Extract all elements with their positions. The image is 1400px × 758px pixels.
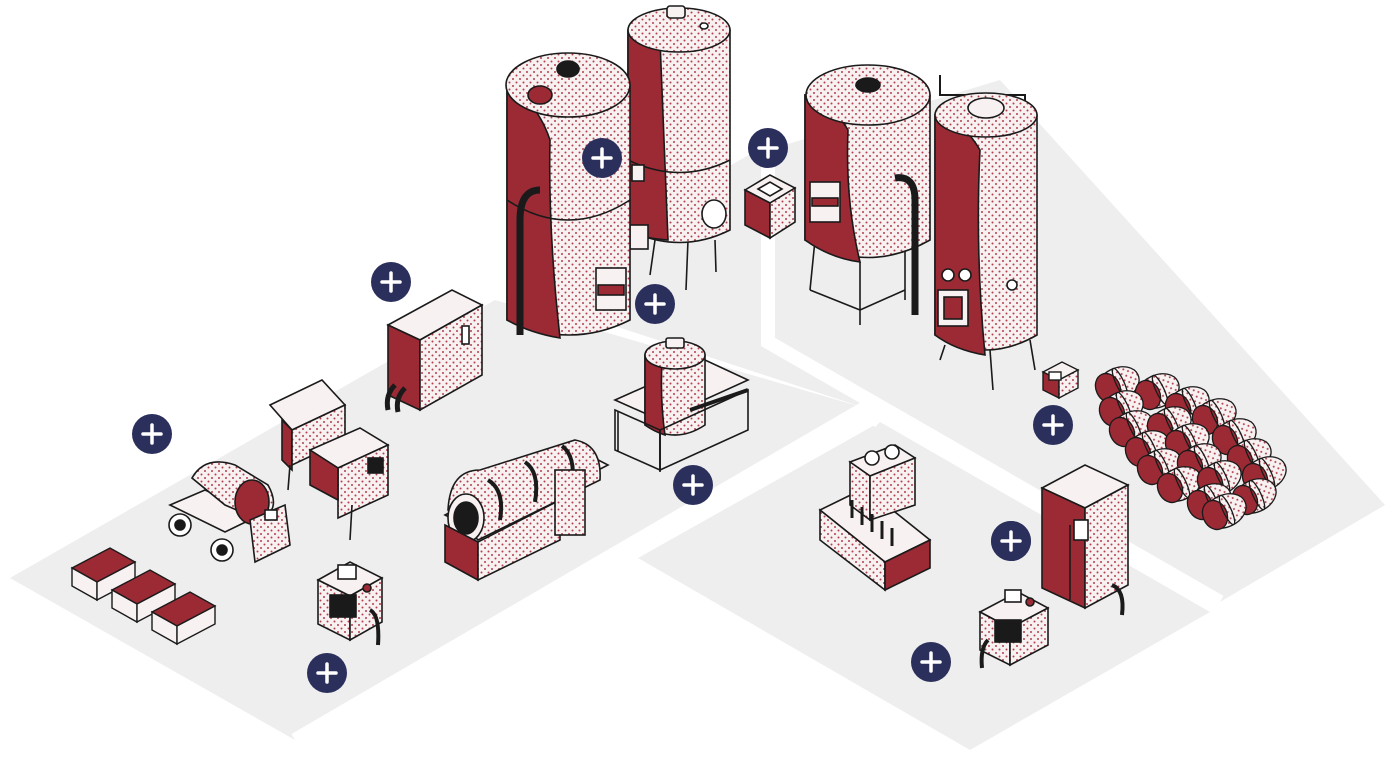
hotspot-receiving-hopper[interactable] <box>307 653 347 693</box>
plus-icon <box>757 137 779 159</box>
control-cabinet <box>384 289 484 413</box>
grape-crates <box>70 547 217 646</box>
hotspot-control-cabinet[interactable] <box>371 262 411 302</box>
hotspot-chiller-box[interactable] <box>748 128 788 168</box>
hotspot-bottling-cabinet[interactable] <box>911 642 951 682</box>
insulated-tank <box>934 75 1038 391</box>
pneumatic-press <box>443 439 610 582</box>
barrel-stack <box>1094 366 1287 531</box>
plus-icon <box>380 271 402 293</box>
plus-icon <box>682 474 704 496</box>
plus-icon <box>316 662 338 684</box>
hotspot-transfer-pump[interactable] <box>1033 405 1073 445</box>
drum-crusher <box>168 461 291 564</box>
bottling-line <box>818 444 932 592</box>
bottling-cabinet <box>1040 464 1130 616</box>
plus-icon <box>920 651 942 673</box>
hotspot-tank-controls[interactable] <box>635 284 675 324</box>
transfer-pump-cart <box>316 561 384 646</box>
hotspot-grape-crates[interactable] <box>132 414 172 454</box>
floor-bottling-area <box>638 422 1210 750</box>
floor-divider <box>291 399 885 747</box>
barrel-monitor <box>1041 361 1080 400</box>
wine-barrel <box>1201 493 1247 531</box>
hotspot-vertical-press[interactable] <box>673 465 713 505</box>
chiller-box <box>743 174 797 240</box>
hotspot-filler-pump[interactable] <box>991 521 1031 561</box>
plus-icon <box>591 147 613 169</box>
plus-icon <box>141 423 163 445</box>
filler-pump <box>978 589 1050 669</box>
hotspot-layer <box>132 128 1073 693</box>
hotspot-fermentation-tank[interactable] <box>582 138 622 178</box>
fermentation-tank-front <box>505 52 631 339</box>
vertical-press <box>613 337 750 472</box>
plus-icon <box>1000 530 1022 552</box>
plus-icon <box>1042 414 1064 436</box>
wine-barrel <box>1156 466 1202 504</box>
storage-tank-on-stand <box>804 64 931 325</box>
receiving-hopper <box>268 379 390 541</box>
fermentation-tank-rear <box>627 5 731 291</box>
plus-icon <box>644 293 666 315</box>
